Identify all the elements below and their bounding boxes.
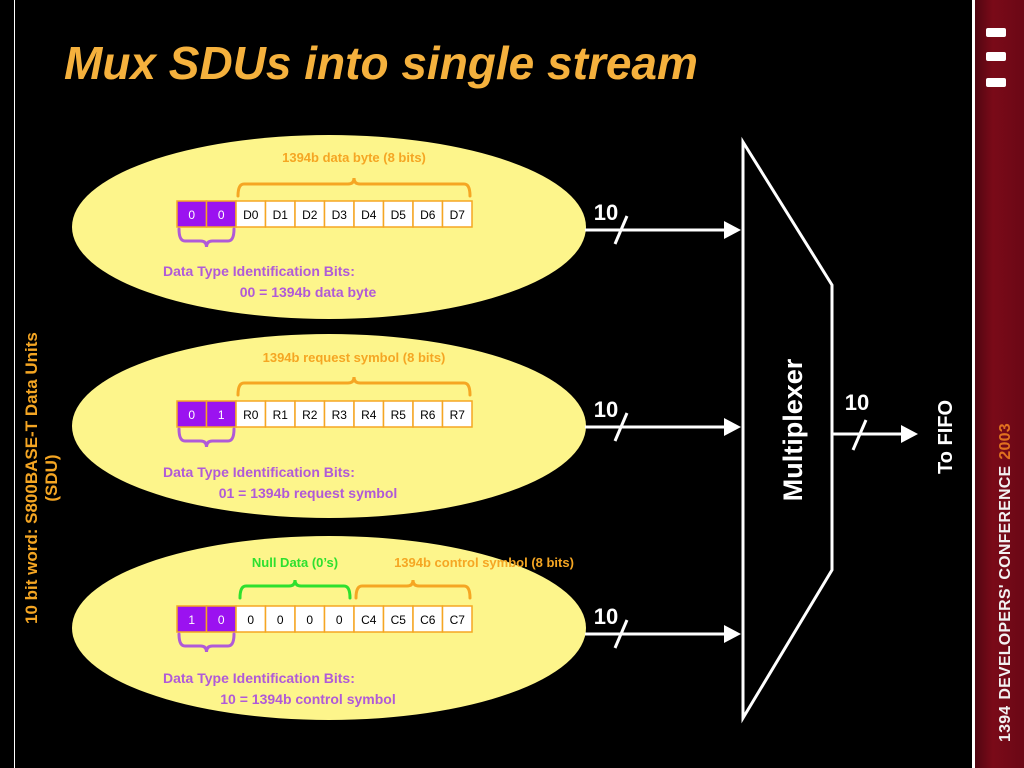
id-bit-cell — [205, 605, 237, 633]
data-bit-label: D7 — [450, 208, 466, 222]
input-arrow-head — [724, 418, 741, 436]
left-border-line — [14, 0, 15, 768]
data-bit-label: R4 — [361, 408, 377, 422]
id-description-line1: Data Type Identification Bits: — [163, 670, 355, 686]
bus-width-slash — [613, 215, 629, 245]
data-bit-cell — [441, 400, 473, 428]
output-bus-width-label: 10 — [845, 390, 869, 415]
logo-mark-block — [986, 28, 1006, 37]
data-bit-label: C6 — [420, 613, 436, 627]
id-bit-cell — [176, 400, 208, 428]
data-bit-label: D3 — [332, 208, 348, 222]
data-bit-cell — [235, 400, 267, 428]
null-data-brace — [238, 579, 352, 600]
data-bit-cell — [323, 200, 355, 228]
id-bit-label: 1 — [188, 613, 195, 627]
null-data-label: Null Data (0’s) — [252, 555, 338, 570]
output-bus-width-slash — [851, 419, 868, 451]
data-bit-label: R5 — [391, 408, 407, 422]
id-bit-label: 0 — [218, 613, 225, 627]
data-bit-label: C5 — [391, 613, 407, 627]
logo-mark-block — [986, 52, 1006, 61]
data-bit-label: R0 — [243, 408, 259, 422]
id-bits-brace — [177, 632, 236, 653]
id-bits-brace — [177, 227, 236, 248]
logo-mark-block — [986, 78, 1006, 87]
data-bit-cell — [412, 400, 444, 428]
data-bit-label: D5 — [391, 208, 407, 222]
id-bit-label: 0 — [188, 408, 195, 422]
data-bit-label: R1 — [273, 408, 289, 422]
id-description-line2: 00 = 1394b data byte — [240, 284, 377, 300]
data-bit-label: D2 — [302, 208, 318, 222]
data-bit-label: C7 — [450, 613, 466, 627]
data-bit-label: R7 — [450, 408, 466, 422]
id-bit-cell — [205, 400, 237, 428]
data-bit-label: 0 — [306, 613, 313, 627]
data-bit-cell — [441, 200, 473, 228]
data-bit-cell — [264, 605, 296, 633]
brace-label: 1394b data byte (8 bits) — [282, 150, 426, 165]
sidebar-divider — [972, 0, 975, 768]
data-bit-cell — [264, 200, 296, 228]
id-bits-brace — [177, 427, 236, 448]
brace-label: 1394b control symbol (8 bits) — [394, 555, 574, 570]
multiplexer-label: Multiplexer — [778, 358, 808, 501]
data-bit-label: D6 — [420, 208, 436, 222]
bus-width-label: 10 — [594, 604, 618, 629]
data-bit-label: R6 — [420, 408, 436, 422]
data-bit-label: 0 — [247, 613, 254, 627]
control-bits-brace — [354, 579, 472, 600]
id-description-line2: 01 = 1394b request symbol — [219, 485, 398, 501]
brace-label: 1394b request symbol (8 bits) — [263, 350, 446, 365]
output-arrow-head — [901, 425, 918, 443]
input-arrow-head — [724, 625, 741, 643]
bus-width-slash — [613, 412, 629, 442]
data-bit-label: D0 — [243, 208, 259, 222]
id-description-line1: Data Type Identification Bits: — [163, 464, 355, 480]
bus-width-label: 10 — [594, 397, 618, 422]
data-bits-brace — [236, 177, 472, 198]
id-bit-label: 0 — [188, 208, 195, 222]
data-bit-label: 0 — [336, 613, 343, 627]
conference-sidebar — [972, 0, 1024, 768]
data-bit-cell — [441, 605, 473, 633]
multiplexer-shape — [741, 136, 834, 724]
id-bit-label: 1 — [218, 408, 225, 422]
bus-width-label: 10 — [594, 200, 618, 225]
data-bit-cell — [264, 400, 296, 428]
data-bit-label: 0 — [277, 613, 284, 627]
data-bit-cell — [353, 400, 385, 428]
input-arrow-head — [724, 221, 741, 239]
data-bits-brace — [236, 376, 472, 397]
data-bit-label: C4 — [361, 613, 377, 627]
data-bit-label: R3 — [332, 408, 348, 422]
id-bit-cell — [205, 200, 237, 228]
data-bit-cell — [353, 605, 385, 633]
data-bit-cell — [412, 605, 444, 633]
id-description-line2: 10 = 1394b control symbol — [220, 691, 395, 707]
id-bit-label: 0 — [218, 208, 225, 222]
data-bit-label: R2 — [302, 408, 318, 422]
slide-title: Mux SDUs into single stream — [64, 37, 698, 89]
to-fifo-label: To FIFO — [935, 400, 957, 474]
data-bit-label: D1 — [273, 208, 289, 222]
data-bit-label: D4 — [361, 208, 377, 222]
id-description-line1: Data Type Identification Bits: — [163, 263, 355, 279]
bus-width-slash — [613, 619, 629, 649]
